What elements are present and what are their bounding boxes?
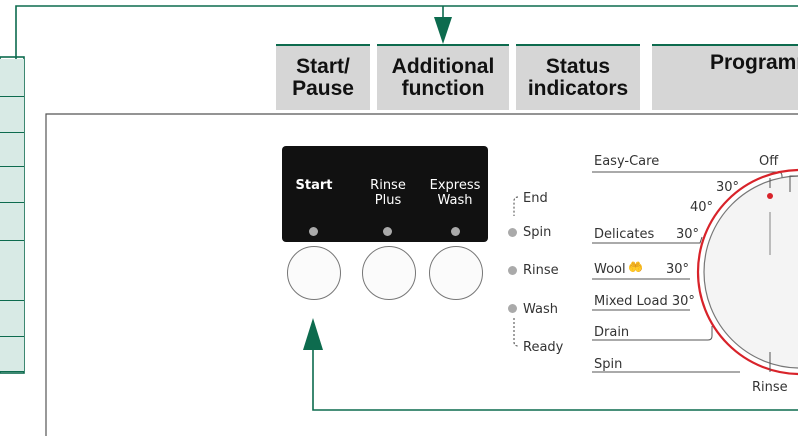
- tab-additional-function: Additional function: [377, 44, 509, 110]
- status-rinse: Rinse: [523, 263, 559, 278]
- dial-off-label: Off: [759, 154, 779, 169]
- side-segment: [0, 241, 24, 301]
- programme-easy-care: Easy-Care: [594, 154, 660, 169]
- programme-temp-30: 30°: [716, 180, 740, 195]
- tab-programme: Programm: [652, 44, 798, 110]
- dial-rinse-label: Rinse: [752, 380, 788, 395]
- programme-wool-temp: 30°: [666, 262, 690, 277]
- side-segment: [0, 301, 24, 337]
- side-column-frame: [0, 56, 25, 374]
- status-spin: Spin: [523, 225, 552, 240]
- button-panel: [282, 146, 488, 242]
- bottom-pointer-arrow: [303, 318, 798, 411]
- rinse-plus-led: [383, 227, 392, 236]
- express-wash-led: [451, 227, 460, 236]
- status-ready: Ready: [523, 340, 564, 355]
- programme-delicates-temp: 30°: [676, 227, 700, 242]
- tab-label: Pause: [292, 77, 354, 100]
- side-segment: [0, 203, 24, 241]
- tab-label: Start/: [296, 55, 350, 78]
- tab-label: Status: [545, 55, 611, 78]
- status-wash-led: [508, 304, 517, 313]
- express-wash-line: Wash: [437, 193, 473, 208]
- tab-label: Additional: [391, 55, 495, 78]
- start-led: [309, 227, 318, 236]
- rinse-plus-line: Plus: [374, 193, 402, 208]
- programme-wool: Wool: [594, 262, 626, 277]
- express-wash-line: Express: [429, 178, 481, 193]
- tab-label: indicators: [527, 77, 629, 100]
- side-segment: [0, 133, 24, 167]
- express-wash-label: Express Wash: [415, 178, 495, 208]
- programme-temp-40: 40°: [690, 200, 714, 215]
- programme-mixed-load: Mixed Load 30°: [594, 294, 695, 309]
- tab-start-pause: Start/ Pause: [276, 44, 370, 110]
- rinse-plus-button[interactable]: [362, 246, 416, 300]
- handwash-icon: 🤲: [628, 260, 643, 274]
- side-segment: [0, 337, 24, 372]
- status-rinse-led: [508, 266, 517, 275]
- start-pause-button[interactable]: [287, 246, 341, 300]
- side-segment: [0, 97, 24, 133]
- rinse-plus-label: Rinse Plus: [348, 178, 428, 208]
- status-bracket: [513, 196, 519, 347]
- tab-status-indicators: Status indicators: [516, 44, 640, 110]
- programme-spin: Spin: [594, 357, 623, 372]
- side-segment: [0, 167, 24, 203]
- control-panel-outline: [45, 113, 798, 436]
- express-wash-button[interactable]: [429, 246, 483, 300]
- status-spin-led: [508, 228, 517, 237]
- programme-drain: Drain: [594, 325, 630, 340]
- tab-label: Programm: [710, 51, 798, 74]
- programme-delicates: Delicates: [594, 227, 655, 242]
- side-segment: [0, 59, 24, 97]
- top-pointer-arrow: [15, 5, 798, 60]
- programme-dial[interactable]: [696, 168, 798, 376]
- programme-guide-lines: [592, 171, 783, 373]
- rinse-plus-line: Rinse: [370, 178, 406, 193]
- status-wash: Wash: [523, 302, 559, 317]
- tab-label: function: [401, 77, 485, 100]
- status-end: End: [523, 191, 548, 206]
- start-button-label: Start: [295, 178, 333, 193]
